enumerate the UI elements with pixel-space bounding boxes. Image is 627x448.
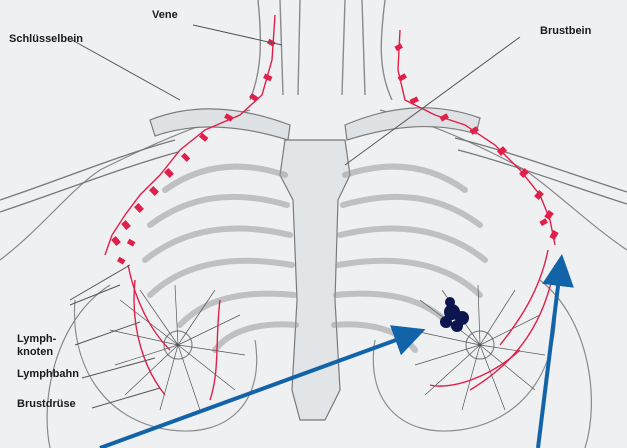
tumor <box>440 297 469 332</box>
label-vene: Vene <box>152 9 178 22</box>
label-lymphknoten: Lymph- knoten <box>17 333 56 359</box>
gland-right <box>410 285 545 410</box>
gland-left <box>110 285 245 410</box>
tumor-arrow <box>100 332 418 448</box>
label-schluesselbein: Schlüsselbein <box>9 33 83 46</box>
label-brustbein: Brustbein <box>540 25 591 38</box>
label-lymphbahn: Lymphbahn <box>17 368 79 381</box>
label-brustdruese: Brustdrüse <box>17 398 76 411</box>
neck <box>250 0 392 100</box>
